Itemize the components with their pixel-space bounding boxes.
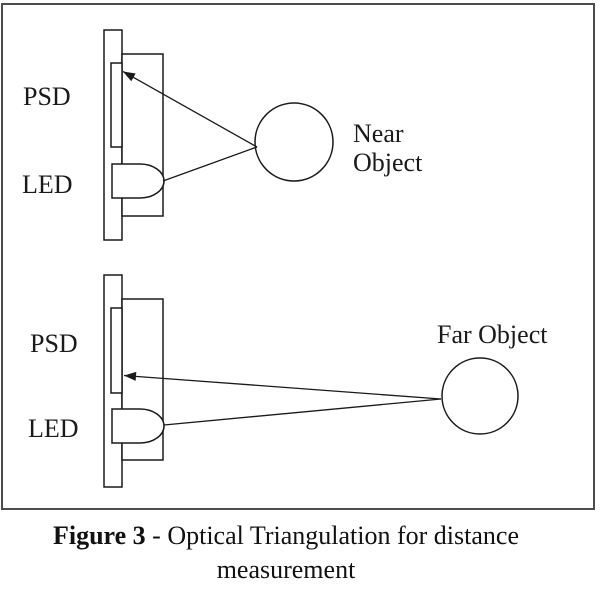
- far-object-label: Far Object: [437, 320, 548, 349]
- far-object-circle: [441, 357, 519, 435]
- emitted-ray: [163, 398, 442, 426]
- figure-frame: [1, 3, 595, 510]
- led-shape: [111, 408, 165, 444]
- near-object-label-line2: Object: [353, 148, 423, 177]
- led-label: LED: [28, 414, 79, 443]
- figure-number: Figure 3: [52, 521, 146, 550]
- figure-caption: Figure 3 - Optical Triangulation for dis…: [0, 519, 572, 587]
- led-shape: [111, 163, 165, 199]
- triangulation-diagram: PSD LED Near Object PSD LED Far Object: [1, 3, 595, 510]
- psd-label: PSD: [30, 329, 78, 358]
- psd-label: PSD: [23, 82, 71, 111]
- caption-line2-text: measurement: [216, 555, 356, 584]
- emitted-ray: [162, 146, 258, 182]
- reflected-ray: [122, 70, 258, 148]
- psd-sensor-shape: [110, 62, 123, 148]
- led-label: LED: [22, 170, 73, 199]
- caption-line1-text: - Optical Triangulation for distance: [145, 521, 519, 550]
- near-object-diagram: PSD LED Near Object: [22, 29, 423, 241]
- reflected-ray: [123, 371, 442, 400]
- near-object-circle: [254, 102, 334, 182]
- psd-sensor-shape: [110, 307, 123, 394]
- near-object-label-line1: Near: [353, 119, 404, 148]
- far-object-diagram: PSD LED Far Object: [28, 274, 548, 488]
